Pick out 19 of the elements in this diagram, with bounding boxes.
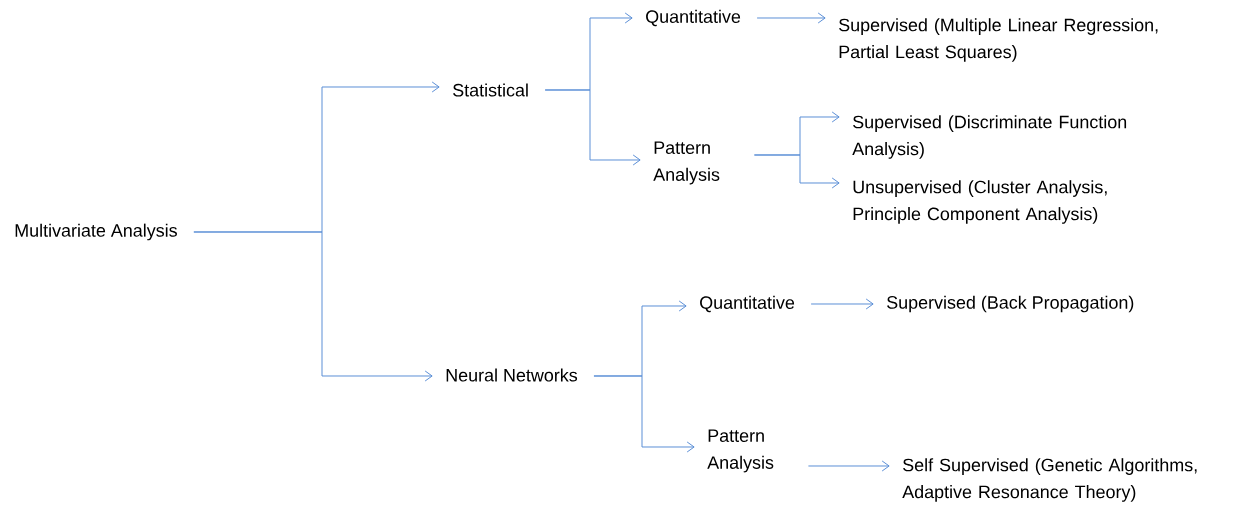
arrow	[810, 298, 874, 310]
arrow	[753, 154, 840, 189]
arrow	[544, 89, 641, 166]
category-label: Statistical	[453, 83, 528, 97]
category-label: Multivariate Analysis	[15, 223, 177, 241]
category-label: Neural Networks	[446, 368, 578, 382]
category-label: Supervised (Discriminate Function Analysis)	[852, 115, 1127, 159]
category-label: Unsupervised (Cluster Analysis, Principle Component Analysis)	[853, 180, 1107, 224]
arrow	[756, 12, 826, 24]
category-label: Supervised (Multiple Linear Regression, Partial Least Squares)	[839, 18, 1158, 62]
arrow	[807, 460, 890, 472]
arrow	[193, 231, 433, 382]
category-label: Pattern Analysis	[653, 141, 720, 185]
category-label: Supervised (Back Propagation)	[887, 295, 1134, 313]
category-label: Self Supervised (Genetic Algorithms, Adaptive Resonance Theory)	[902, 458, 1197, 502]
category-label: Quantitative	[700, 295, 795, 313]
category-label: Quantitative	[646, 9, 741, 27]
category-label: Pattern Analysis	[707, 429, 774, 473]
arrow	[593, 375, 695, 453]
